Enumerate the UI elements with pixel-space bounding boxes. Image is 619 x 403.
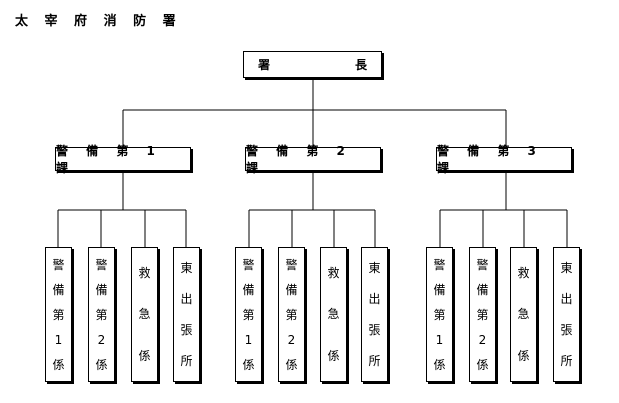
section-char: 東 xyxy=(180,260,193,275)
section-char: 所 xyxy=(180,354,193,369)
section-d1-security-2: 警 備 第 2 係 xyxy=(88,247,115,382)
section-char: 係 xyxy=(327,349,340,364)
division-1-box: 警 備 第 1 課 xyxy=(55,144,191,175)
section-d2-east-branch: 東 出 張 所 xyxy=(361,247,388,382)
section-char: 係 xyxy=(138,349,151,364)
section-char: 係 xyxy=(95,357,108,372)
section-char: 係 xyxy=(517,349,530,364)
section-char: 張 xyxy=(368,323,381,338)
section-char: 備 xyxy=(52,282,65,297)
section-d3-ems: 救 急 係 xyxy=(510,247,537,382)
section-char: 2 xyxy=(478,332,487,347)
section-char: 警 xyxy=(52,257,65,272)
section-char: 東 xyxy=(368,260,381,275)
section-char: 第 xyxy=(433,307,446,322)
section-char: 備 xyxy=(95,282,108,297)
section-d2-security-2: 警 備 第 2 係 xyxy=(278,247,305,382)
section-char: 所 xyxy=(560,354,573,369)
section-d1-east-branch: 東 出 張 所 xyxy=(173,247,200,382)
section-char: 係 xyxy=(285,357,298,372)
section-d1-security-1: 警 備 第 1 係 xyxy=(45,247,72,382)
section-d1-ems: 救 急 係 xyxy=(131,247,158,382)
section-d3-east-branch: 東 出 張 所 xyxy=(553,247,580,382)
section-char: 第 xyxy=(52,307,65,322)
division-2-box: 警 備 第 2 課 xyxy=(245,144,381,175)
division-3-label: 警 備 第 3 課 xyxy=(437,144,543,175)
section-char: 警 xyxy=(285,257,298,272)
section-char: 1 xyxy=(435,332,444,347)
section-char: 出 xyxy=(180,291,193,306)
section-char: 急 xyxy=(327,307,340,322)
section-char: 第 xyxy=(476,307,489,322)
section-char: 係 xyxy=(476,357,489,372)
section-char: 所 xyxy=(368,354,381,369)
section-char: 備 xyxy=(433,282,446,297)
section-char: 1 xyxy=(244,332,253,347)
section-char: 出 xyxy=(368,291,381,306)
chief-label-left: 署 xyxy=(258,58,271,72)
section-char: 1 xyxy=(54,332,63,347)
section-char: 救 xyxy=(517,265,530,280)
section-d2-security-1: 警 備 第 1 係 xyxy=(235,247,262,382)
section-char: 備 xyxy=(242,282,255,297)
division-1-label: 警 備 第 1 課 xyxy=(56,144,162,175)
section-d3-security-1: 警 備 第 1 係 xyxy=(426,247,453,382)
section-char: 急 xyxy=(138,307,151,322)
section-char: 張 xyxy=(560,323,573,338)
division-3-box: 警 備 第 3 課 xyxy=(436,144,572,175)
chief-box: 署 長 xyxy=(243,51,382,78)
section-char: 救 xyxy=(138,265,151,280)
section-char: 係 xyxy=(52,357,65,372)
section-char: 2 xyxy=(97,332,106,347)
section-char: 第 xyxy=(242,307,255,322)
section-char: 係 xyxy=(433,357,446,372)
chief-label-right: 長 xyxy=(354,58,367,72)
section-char: 警 xyxy=(95,257,108,272)
section-char: 第 xyxy=(95,307,108,322)
division-2-label: 警 備 第 2 課 xyxy=(246,144,352,175)
section-char: 係 xyxy=(242,357,255,372)
section-char: 備 xyxy=(285,282,298,297)
section-char: 警 xyxy=(242,257,255,272)
section-char: 急 xyxy=(517,307,530,322)
section-d3-security-2: 警 備 第 2 係 xyxy=(469,247,496,382)
section-char: 備 xyxy=(476,282,489,297)
section-char: 警 xyxy=(476,257,489,272)
page-title: 太 宰 府 消 防 署 xyxy=(15,14,182,29)
section-char: 張 xyxy=(180,323,193,338)
section-char: 救 xyxy=(327,265,340,280)
section-char: 警 xyxy=(433,257,446,272)
section-d2-ems: 救 急 係 xyxy=(320,247,347,382)
section-char: 東 xyxy=(560,260,573,275)
section-char: 第 xyxy=(285,307,298,322)
section-char: 出 xyxy=(560,291,573,306)
section-char: 2 xyxy=(287,332,296,347)
